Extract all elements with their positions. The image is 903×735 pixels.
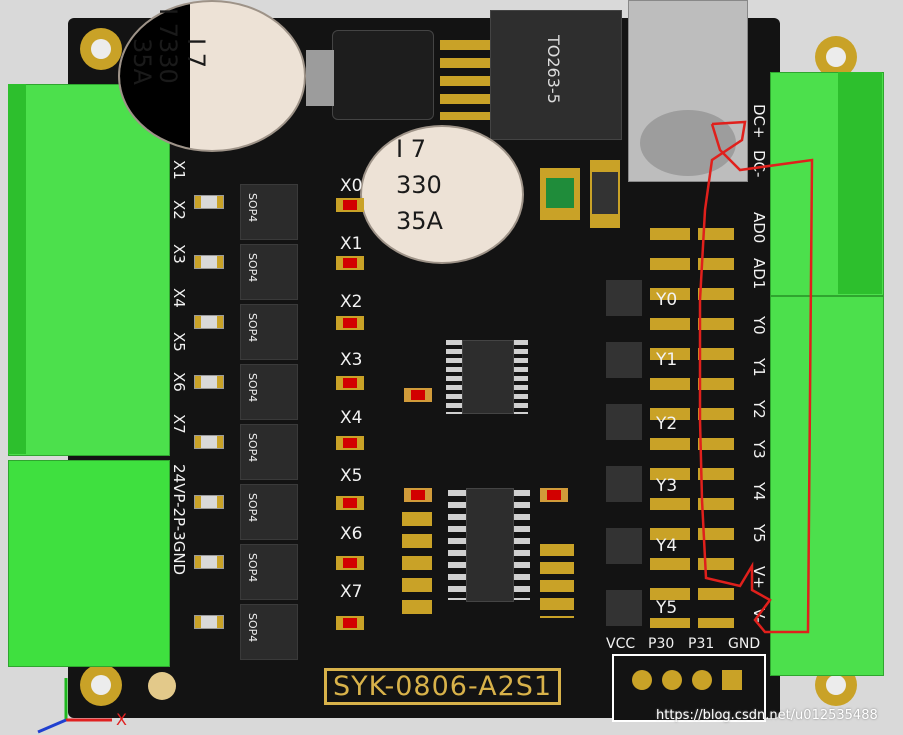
label-x2: X2: [340, 292, 363, 312]
header-p31: P31: [688, 636, 715, 652]
diode: [590, 160, 620, 228]
inductor-pad: [306, 50, 334, 106]
output-resistors: [650, 228, 690, 628]
cap2-line1: I 7: [396, 135, 426, 163]
input-led: [336, 436, 364, 450]
resistor-array-right: [540, 544, 574, 618]
input-resistor: [194, 255, 224, 269]
output-transistors: [606, 280, 642, 630]
ic-2: [466, 488, 514, 602]
input-led: [336, 198, 364, 212]
label-x4: X4: [340, 408, 363, 428]
header-pin-row: [632, 670, 750, 692]
dc-jack-barrel: [640, 110, 736, 176]
label-y4: Y4: [656, 536, 678, 556]
label-y0: Y0: [656, 290, 678, 310]
cap2-line2: 330: [396, 171, 442, 199]
mounting-hole-bottom-left: [80, 664, 122, 706]
label-y3: Y3: [656, 476, 678, 496]
power-terminal-block: [8, 460, 170, 667]
label-y5: Y5: [656, 598, 678, 618]
mounting-hole-top-right: [815, 36, 857, 78]
output-terminal-block: [770, 296, 884, 676]
optocoupler-7: SOP4: [240, 544, 298, 600]
fiducial-pad: [148, 672, 176, 700]
input-led: [336, 316, 364, 330]
optocoupler-3: SOP4: [240, 304, 298, 360]
input-terminal-edge: [8, 84, 26, 454]
mounting-hole-top-left: [80, 28, 122, 70]
optocoupler-4: SOP4: [240, 364, 298, 420]
input-resistor: [194, 375, 224, 389]
optocoupler-8: SOP4: [240, 604, 298, 660]
board-name-label: SYK-0806-A2S1: [324, 668, 562, 705]
input-resistor: [194, 435, 224, 449]
label-y1: Y1: [656, 350, 678, 370]
cap2-line3: 35A: [396, 207, 443, 235]
header-gnd: GND: [728, 636, 761, 652]
optocoupler-6: SOP4: [240, 484, 298, 540]
optocoupler-1: SOP4: [240, 184, 298, 240]
inductor: [332, 30, 434, 120]
smd-part: [540, 488, 568, 502]
input-resistor: [194, 555, 224, 569]
label-x1: X1: [340, 234, 363, 254]
input-resistor: [194, 195, 224, 209]
input-led: [336, 616, 364, 630]
label-y2: Y2: [656, 414, 678, 434]
electrolytic-capacitor-1: I 7 I 7 330 35A: [118, 0, 306, 152]
label-x3: X3: [340, 350, 363, 370]
header-p30: P30: [648, 636, 675, 652]
header-vcc: VCC: [606, 636, 636, 652]
input-led: [336, 256, 364, 270]
ic-1: [462, 340, 514, 414]
label-x7: X7: [340, 582, 363, 602]
regulator-pins: [440, 40, 490, 120]
axis-x-label: X: [116, 710, 127, 729]
input-resistor: [194, 615, 224, 629]
axis-gizmo: [37, 678, 112, 734]
regulator-chip: TO263-5: [490, 10, 622, 140]
input-resistor: [194, 315, 224, 329]
label-x0: X0: [340, 176, 363, 196]
input-led: [336, 556, 364, 570]
watermark: https://blog.csdn.net/u012535488: [656, 708, 878, 723]
electrolytic-capacitor-2: I 7 330 35A: [360, 125, 524, 264]
optocoupler-5: SOP4: [240, 424, 298, 480]
dc-terminal-edge: [838, 72, 882, 294]
fuse: [540, 168, 580, 220]
smd-part: [404, 388, 432, 402]
input-led: [336, 376, 364, 390]
smd-part: [404, 488, 432, 502]
label-x6: X6: [340, 524, 363, 544]
input-led: [336, 496, 364, 510]
input-resistor: [194, 495, 224, 509]
resistor-array-left: [402, 512, 432, 618]
label-x5: X5: [340, 466, 363, 486]
optocoupler-2: SOP4: [240, 244, 298, 300]
